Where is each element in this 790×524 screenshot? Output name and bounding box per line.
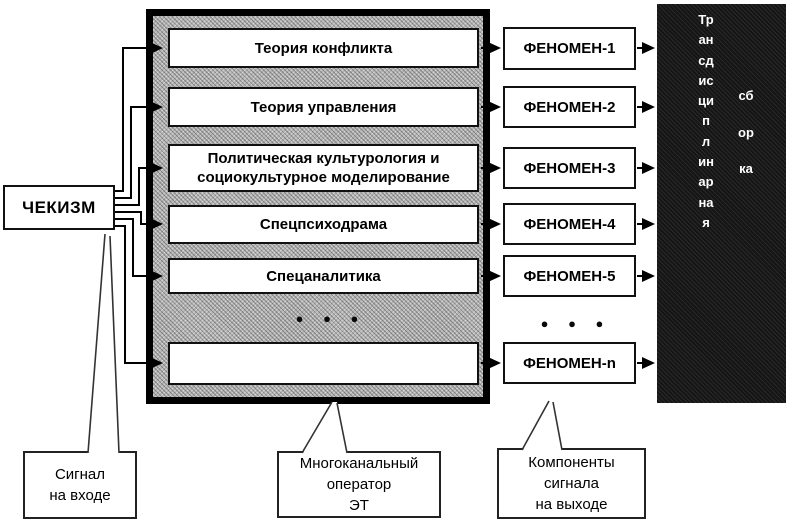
callout-pointer-output xyxy=(522,401,562,452)
phenomenon-box-4: ФЕНОМЕН-4 xyxy=(503,203,636,245)
phenomenon-box-n: ФЕНОМЕН-n xyxy=(503,342,636,384)
operator-row-analytics: Спецаналитика xyxy=(168,258,479,294)
source-box: ЧЕКИЗМ xyxy=(3,185,115,230)
callout-output-components: Компоненты сигнала на выходе xyxy=(497,448,646,519)
assembly-word-transdisciplinary: Трансдисциплинарная xyxy=(698,12,714,230)
operator-row-psychodrama: Спецпсиходрама xyxy=(168,205,479,244)
callout-multichannel-operator: Многоканальный оператор ЭТ xyxy=(277,451,441,518)
assembly-box: Трансдисциплинарная сборка xyxy=(657,4,786,403)
callout-pointer-input xyxy=(88,234,119,455)
operator-row-empty xyxy=(168,342,479,385)
phenomenon-box-3: ФЕНОМЕН-3 xyxy=(503,147,636,189)
assembly-word-assembly: сборка xyxy=(738,88,754,176)
callout-input-signal: Сигнал на входе xyxy=(23,451,137,519)
callout-pointer-operator xyxy=(302,402,347,455)
phenomenon-box-1: ФЕНОМЕН-1 xyxy=(503,27,636,70)
phenomenon-box-5: ФЕНОМЕН-5 xyxy=(503,255,636,297)
phenomenon-box-2: ФЕНОМЕН-2 xyxy=(503,86,636,128)
operator-row-control-theory: Теория управления xyxy=(168,87,479,127)
callout-pointer-operator-edges xyxy=(301,401,348,454)
callout-pointer-output-edges xyxy=(521,400,563,451)
operator-row-political-culturology: Политическая культурология и социокульту… xyxy=(168,144,479,192)
callout-pointer-input-edges xyxy=(87,233,120,454)
operator-ellipsis: ● ● ● xyxy=(295,311,361,326)
phenomena-ellipsis: ● ● ● xyxy=(540,316,606,331)
operator-row-conflict-theory: Теория конфликта xyxy=(168,28,479,68)
